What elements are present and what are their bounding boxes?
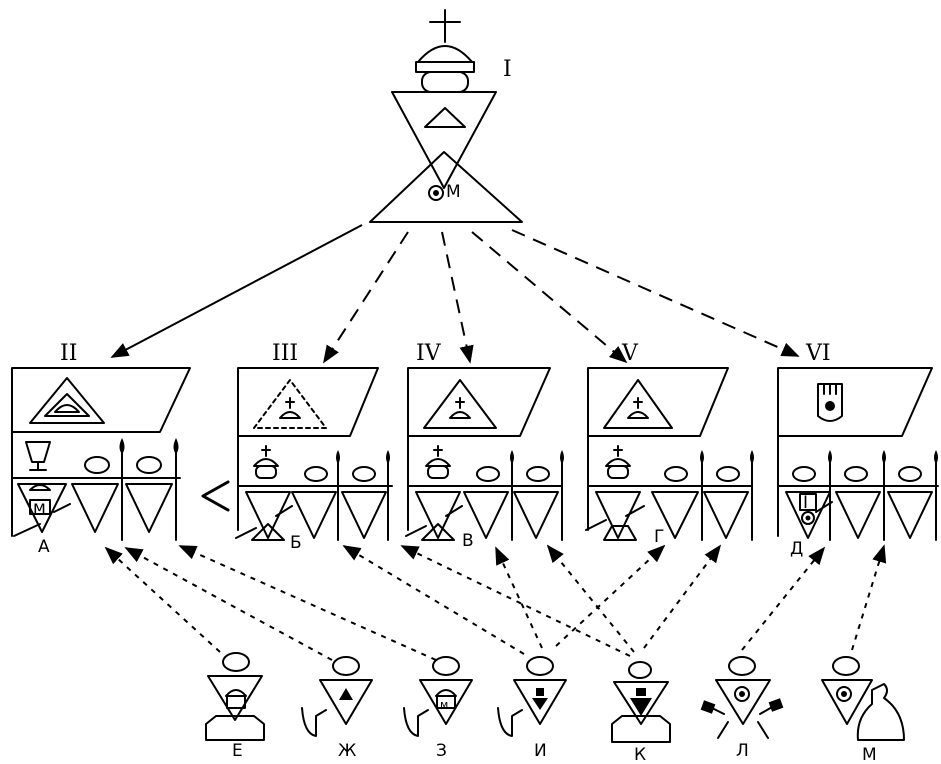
group-III: III Б [235, 341, 393, 553]
group-numeral: II [60, 341, 77, 366]
arrow-M-to-VI [851, 544, 887, 651]
figure-letter: И [534, 741, 547, 761]
vestment-shape [369, 91, 523, 223]
bottom-arrows [104, 544, 887, 661]
figure-letter: М [862, 745, 877, 764]
group-letter: Г [654, 527, 664, 547]
arrow-E-to-II [104, 546, 221, 653]
arrow-K-to-IV [546, 544, 635, 653]
arrow-K-to-III [400, 545, 631, 657]
cross-icon [429, 9, 461, 43]
group-letter: Б [290, 533, 302, 553]
group-numeral: III [272, 341, 298, 366]
arrow-to-II [110, 224, 363, 358]
group-IV: IV В [405, 341, 564, 551]
chalice-icon [25, 441, 51, 471]
figure-letter: З [436, 741, 447, 761]
candle-icon [119, 438, 125, 541]
group-numeral: V [621, 341, 639, 366]
inner-letter: м [440, 698, 448, 711]
top-numeral: I [503, 57, 512, 82]
top-figure: I М [369, 9, 523, 223]
bishop-figure: м [29, 484, 51, 518]
hand-icon [817, 383, 843, 422]
group-II: II м А [11, 341, 230, 557]
arrow-I-to-IV [495, 546, 543, 649]
figure-letter: Ж [338, 741, 356, 761]
mitre-icon [605, 445, 631, 479]
arrow-Zh-to-II [124, 547, 333, 661]
arrow-I-to-III [342, 545, 525, 655]
top-arrows [110, 224, 800, 364]
arrow-L-to-VI [741, 546, 826, 651]
arrow-I-to-V [555, 544, 666, 647]
figure-letter: К [634, 745, 646, 764]
bottom-figure-I: И [497, 656, 567, 761]
group-V: V Г [585, 341, 754, 547]
group-letter: В [462, 531, 474, 551]
mitre-icon [253, 445, 279, 479]
arrow-Z-to-II [178, 545, 437, 661]
inner-letter: м [33, 498, 46, 518]
figure-letter: Е [232, 741, 243, 761]
candle-icon [173, 438, 179, 541]
inner-roman: I [803, 493, 808, 513]
group-numeral: IV [416, 341, 442, 366]
arrow-to-III [323, 231, 409, 364]
arrow-to-IV [441, 231, 474, 364]
bottom-figure-E: Е [205, 652, 265, 761]
arrow-to-V [471, 231, 628, 364]
group-VI: VI I Д [777, 341, 939, 559]
figure-letter: Л [736, 741, 749, 761]
mitre-icon [425, 445, 451, 479]
mitre-icon [415, 45, 475, 93]
arrow-to-VI [511, 229, 800, 357]
bottom-figure-Zh: Ж [301, 656, 373, 761]
arrow-K-to-V [643, 544, 722, 649]
bottom-figure-K: К [611, 661, 671, 764]
group-letter: Д [790, 539, 803, 559]
top-letter: М [446, 182, 461, 202]
bottom-figure-L: Л [700, 656, 784, 761]
bottom-figure-Z: м З [403, 656, 473, 761]
group-numeral: VI [805, 341, 831, 366]
group-letter: А [38, 537, 50, 557]
bottom-figure-M: М [821, 656, 905, 764]
